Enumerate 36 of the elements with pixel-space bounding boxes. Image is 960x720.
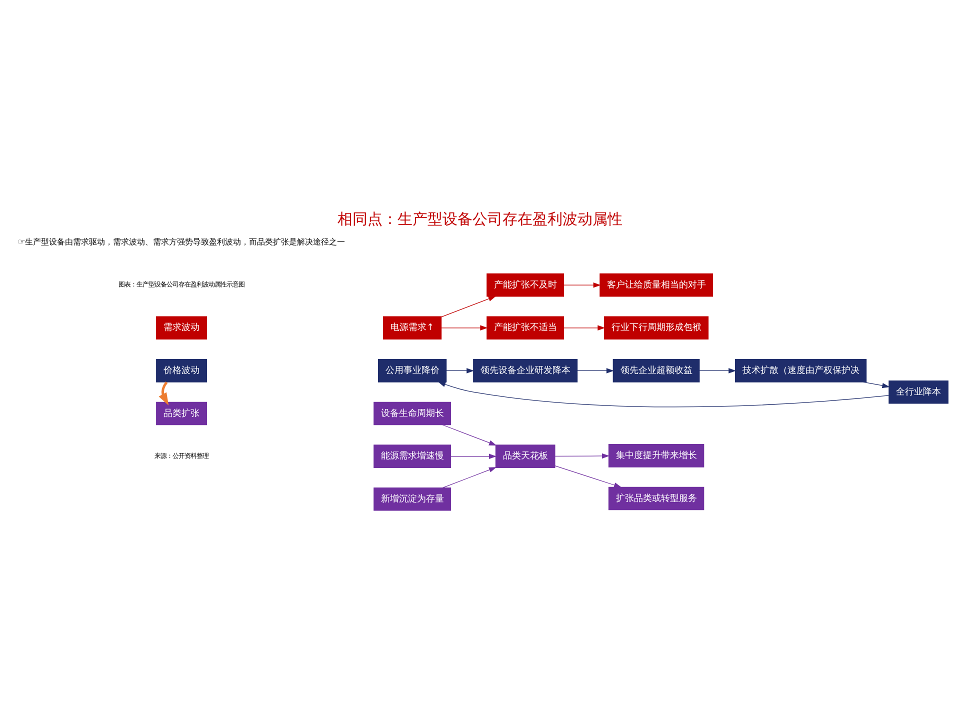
node-box: 产能扩张不及时 bbox=[486, 273, 564, 297]
node-box: 品类扩张 bbox=[156, 402, 208, 426]
node-box: 能源需求增速慢 bbox=[374, 444, 452, 468]
arrow bbox=[564, 282, 601, 288]
node-box: 扩张品类或转型服务 bbox=[608, 486, 704, 510]
arrow bbox=[699, 368, 736, 374]
arrow bbox=[438, 382, 890, 408]
arrow bbox=[554, 453, 610, 459]
node-box: 品类天花板 bbox=[495, 444, 556, 468]
node-box: 全行业降本 bbox=[888, 380, 948, 404]
node-box: 技术扩散（速度由产权保护决 bbox=[735, 359, 867, 382]
arrow bbox=[564, 325, 606, 331]
arrow bbox=[441, 325, 488, 331]
arrow bbox=[446, 368, 474, 374]
node-box: 产能扩张不适当 bbox=[486, 316, 564, 340]
node-box: 客户让给质量相当的对手 bbox=[600, 273, 713, 297]
arrow bbox=[158, 381, 169, 406]
node-box: 需求波动 bbox=[156, 316, 208, 340]
arrow bbox=[442, 424, 497, 446]
diagram-title: 相同点：生产型设备公司存在盈利波动属性 bbox=[338, 210, 622, 228]
arrow bbox=[577, 368, 614, 374]
node-box: 领先企业超额收益 bbox=[612, 359, 700, 382]
arrow bbox=[862, 382, 890, 388]
node-box: 电源需求↑ bbox=[383, 316, 442, 340]
node-box: 公用事业降价 bbox=[378, 359, 447, 382]
node-box: 领先设备企业研发降本 bbox=[473, 359, 578, 382]
arrow bbox=[554, 466, 622, 488]
arrow bbox=[441, 296, 496, 318]
arrow bbox=[442, 467, 497, 488]
node-box: 设备生命周期长 bbox=[374, 402, 452, 426]
arrow bbox=[450, 454, 497, 459]
node-box: 新增沉淀为存量 bbox=[374, 488, 452, 511]
node-box: 价格波动 bbox=[156, 359, 208, 382]
node-box: 集中度提升带来增长 bbox=[608, 444, 704, 468]
label: ☞生产型设备由需求驱动，需求波动、需求方强势导致盈利波动，而品类扩张是解决途径之一 bbox=[18, 236, 346, 246]
node-box: 行业下行周期形成包袱 bbox=[604, 316, 709, 340]
